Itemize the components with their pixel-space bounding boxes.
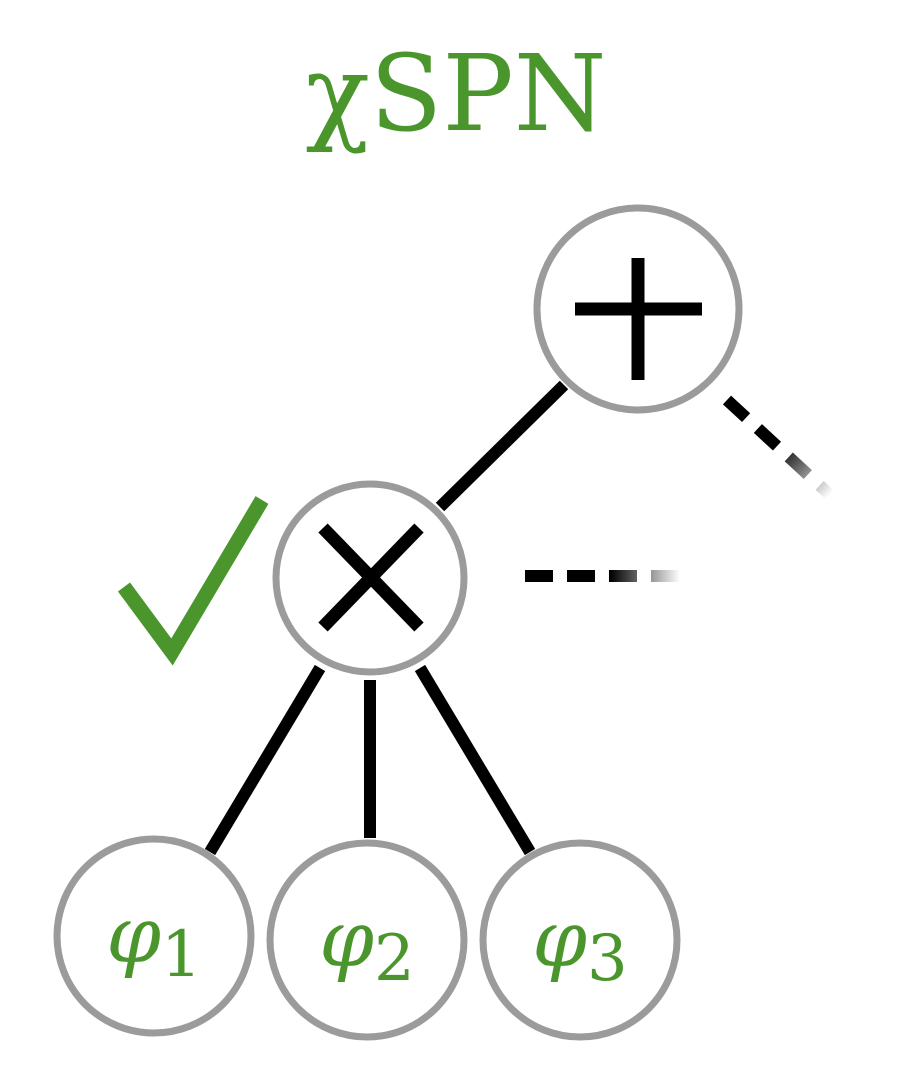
times-icon bbox=[318, 523, 424, 632]
edge-product-leaf-1 bbox=[204, 664, 326, 856]
edge-product-leaf-3 bbox=[414, 664, 536, 856]
sum-node bbox=[533, 204, 743, 414]
edge-sum-continuation bbox=[722, 395, 835, 500]
diagram-title: χSPN bbox=[306, 32, 607, 155]
plus-icon bbox=[575, 258, 702, 380]
svg-text:φ1: φ1 bbox=[106, 891, 201, 992]
product-node bbox=[272, 480, 468, 676]
leaf-variable: φ bbox=[106, 891, 161, 981]
svg-text:φ3: φ3 bbox=[532, 895, 627, 996]
leaf-node-3: φ3 bbox=[479, 839, 681, 1041]
svg-text:φ2: φ2 bbox=[319, 895, 414, 996]
leaf-subscript: 1 bbox=[161, 918, 202, 992]
edge-sum-product bbox=[435, 380, 569, 512]
leaf-variable: φ bbox=[532, 895, 587, 985]
leaf-node-2: φ2 bbox=[266, 839, 468, 1041]
leaf-subscript: 2 bbox=[374, 922, 415, 996]
leaf-subscript: 3 bbox=[587, 922, 628, 996]
check-icon bbox=[117, 496, 269, 666]
leaf-node-1: φ1 bbox=[53, 835, 255, 1037]
leaf-variable: φ bbox=[319, 895, 374, 985]
